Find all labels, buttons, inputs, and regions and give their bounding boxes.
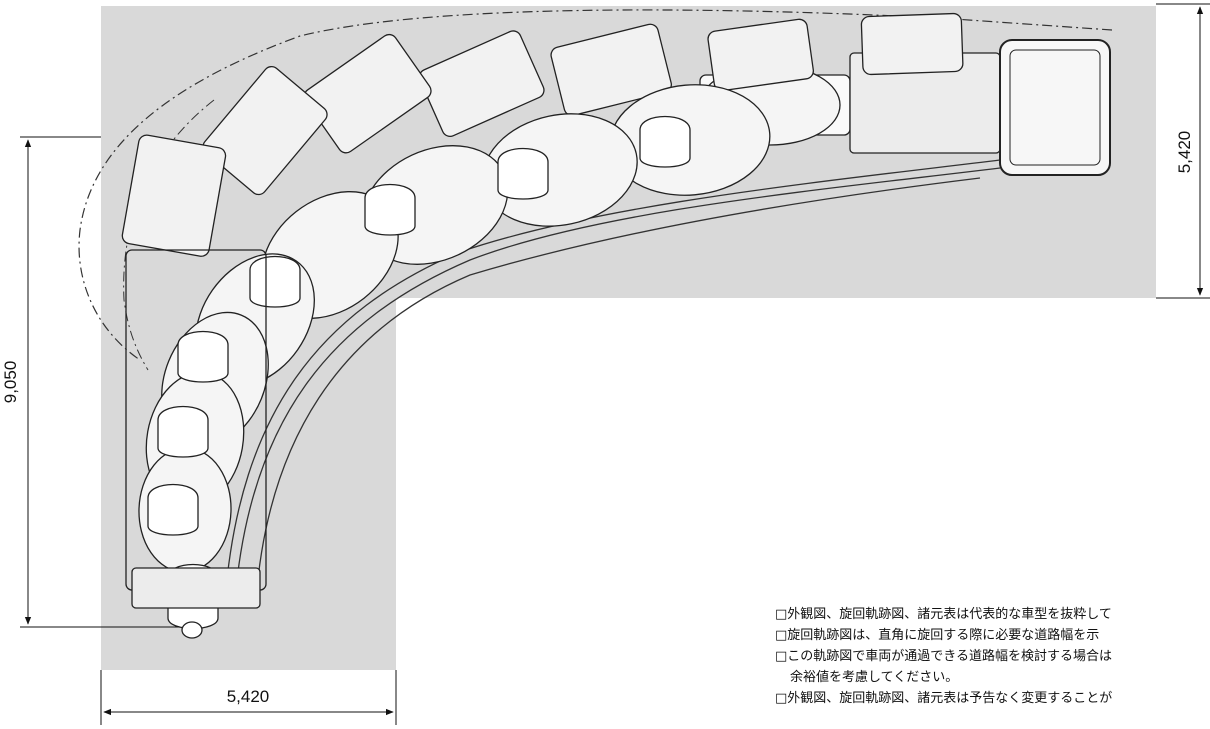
dimension-left (20, 136, 180, 628)
note-line-3: □この軌跡図で車両が通過できる道路幅を検討する場合は (775, 649, 1113, 664)
cab-position-2 (707, 18, 814, 92)
cab-position-1 (860, 12, 964, 76)
rear-hoppers (147, 115, 691, 630)
note-line-2: □旋回軌跡図は、直角に旋回する際に必要な道路幅を示 (775, 628, 1100, 643)
cab-position-5 (303, 33, 432, 154)
cab-position-3 (550, 23, 672, 117)
note-line-1: □外観図、旋回軌跡図、諸元表は代表的な車型を抜粋して (775, 607, 1112, 622)
cab-position-4 (418, 30, 545, 138)
truck-final-position (699, 39, 1111, 176)
note-line-5: □外観図、旋回軌跡図、諸元表は予告なく変更することが (775, 691, 1113, 706)
cab-position-6 (202, 65, 328, 196)
note-line-4: 余裕値を考慮してください。 (790, 670, 959, 685)
road-area (101, 6, 1156, 670)
notes-block: □外観図、旋回軌跡図、諸元表は代表的な車型を抜粋して □旋回軌跡図は、直角に旋回… (775, 604, 1210, 709)
dimension-right (1156, 3, 1210, 299)
dimension-bottom-label: 5,420 (227, 687, 270, 706)
dimension-bottom (100, 670, 397, 725)
truck-positions (121, 12, 1111, 639)
dimension-right-label: 5,420 (1175, 131, 1194, 174)
dimension-left-label: 9,050 (1, 361, 20, 404)
truck-initial-position (125, 249, 267, 639)
cab-position-7 (121, 134, 227, 257)
outer-envelope-line (78, 9, 1113, 361)
